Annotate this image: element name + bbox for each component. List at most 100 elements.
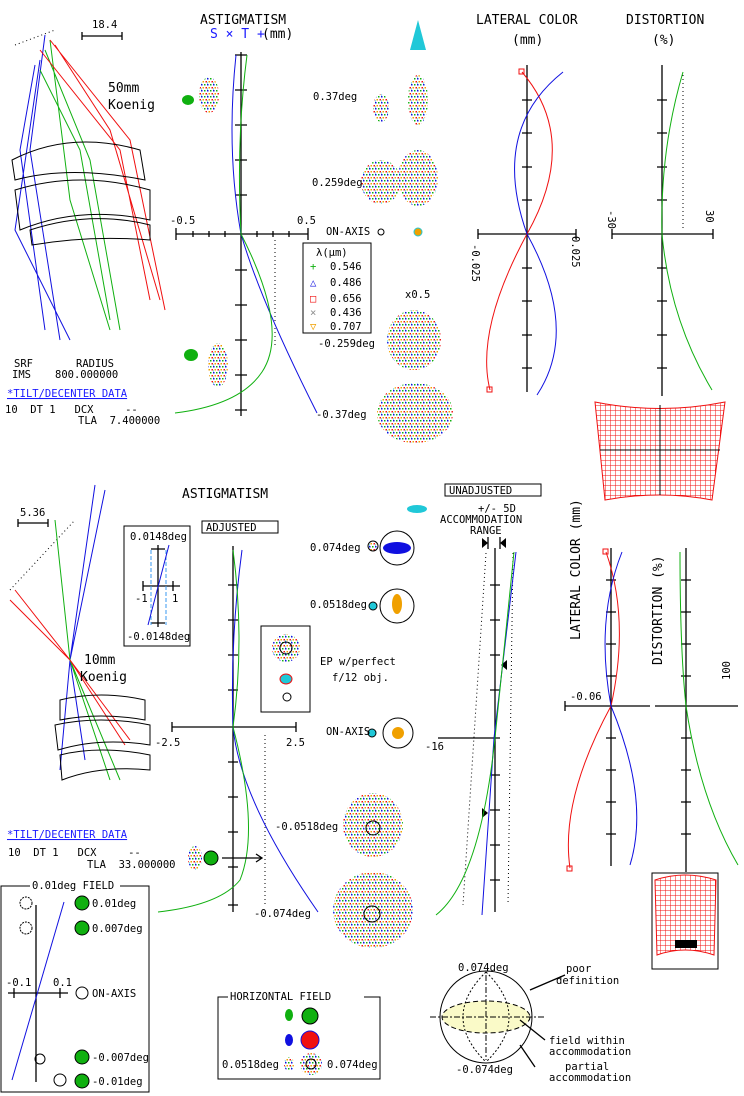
legend-value: 0.486: [330, 277, 362, 289]
tilt-row: 10 DT 1 DCX --: [5, 404, 138, 416]
axis-max: 0.025: [569, 236, 581, 268]
tilt-decenter-link[interactable]: *TILT/DECENTER DATA: [7, 388, 128, 400]
axis-max: 0.1: [53, 977, 72, 989]
accommodation-line2: ACCOMMODATION: [440, 514, 522, 526]
astigmatism-title: ASTIGMATISM: [182, 487, 268, 502]
field-label: ON-AXIS: [326, 226, 370, 238]
astigmatism-title: ASTIGMATISM: [200, 13, 286, 28]
field-label: -0.01deg: [92, 1076, 143, 1088]
legend-value: 0.656: [330, 293, 362, 305]
scale-label: 5.36: [20, 507, 45, 519]
partial-accommodation-line2: accommodation: [549, 1072, 631, 1084]
legend-symbol-orange: ▽: [310, 321, 317, 333]
ep-note-line2: f/12 obj.: [332, 672, 389, 684]
adjusted-label: ADJUSTED: [206, 522, 257, 534]
field-label: 0.0518deg: [310, 599, 367, 611]
accommodation-line1: +/- 5D: [478, 503, 516, 515]
lens-name-line2: Koenig: [108, 98, 155, 113]
axis-max: 0.5: [297, 215, 316, 227]
horizontal-field-right: 0.074deg: [327, 1059, 378, 1071]
inset-xmax: 1: [172, 593, 178, 605]
field-label: ON-AXIS: [326, 726, 370, 738]
field-label: -0.37deg: [316, 409, 367, 421]
inset-xmin: -1: [135, 593, 148, 605]
ep-note-box: EP w/perfect f/12 obj.: [260, 625, 396, 713]
unadjusted-label: UNADJUSTED: [449, 485, 512, 497]
poor-definition-line1: poor: [566, 963, 591, 975]
bottom-surface-data: *TILT/DECENTER DATA 10 DT 1 DCX -- TLA 3…: [7, 829, 176, 871]
lens-name-line1: 50mm: [108, 81, 139, 96]
sphere-top-label: 0.074deg: [458, 962, 509, 974]
field-label: 0.074deg: [310, 542, 361, 554]
radius-header: RADIUS: [76, 358, 114, 370]
lateral-color-units: (mm): [512, 33, 543, 48]
sphere-bottom-label: -0.074deg: [456, 1064, 513, 1076]
scale-label: 18.4: [92, 19, 117, 31]
distortion-title: DISTORTION: [626, 13, 704, 28]
top-lens-layout: 18.4 50mm Koenig: [11, 19, 166, 341]
bottom-lateral-color-plot: LATERAL COLOR (mm) -0.06: [564, 499, 650, 872]
horizontal-field-box: HORIZONTAL FIELD 0.0518deg 0.074deg: [217, 991, 381, 1080]
partial-accommodation-line1: partial: [565, 1061, 609, 1073]
inset-bottom-label: -0.0148deg: [127, 631, 190, 643]
distortion-title: DISTORTION (%): [651, 555, 666, 665]
bottom-lens-layout: 5.36 10mm Koenig: [9, 484, 151, 781]
field-within-line1: field within: [549, 1035, 625, 1047]
legend-symbol-green: +: [310, 261, 316, 273]
field-label: ON-AXIS: [92, 988, 136, 1000]
field-label: -0.074deg: [254, 908, 311, 920]
wavelength-legend: λ(μm) + 0.546 △ 0.486 □ 0.656 × 0.436 ▽ …: [302, 242, 372, 334]
poor-definition-line2: definition: [556, 975, 619, 987]
axis-max: 2.5: [286, 737, 305, 749]
tilt-decenter-link[interactable]: *TILT/DECENTER DATA: [7, 829, 128, 841]
distortion-units: (%): [652, 33, 675, 48]
legend-value: 0.707: [330, 321, 362, 333]
field-label: 0.01deg: [92, 898, 136, 910]
field-label: -0.007deg: [92, 1052, 149, 1064]
unadjusted-plot: UNADJUSTED +/- 5D ACCOMMODATION RANGE -1…: [425, 483, 542, 916]
accommodation-sphere-diagram: 0.074deg -0.074deg poor definition field…: [430, 962, 631, 1084]
legend-value: 0.436: [330, 307, 362, 319]
horizontal-field-left: 0.0518deg: [222, 1059, 279, 1071]
ep-note-line1: EP w/perfect: [320, 656, 396, 668]
field-box: 0.01deg FIELD 0.01deg 0.007deg ON-AXIS -…: [0, 880, 150, 1093]
bottom-distortion-plot: DISTORTION (%) 100: [651, 548, 739, 970]
astigmatism-legend: S × T +: [210, 27, 265, 42]
top-distortion-plot: DISTORTION (%) -30 30: [594, 13, 726, 501]
legend-symbol-blue: △: [310, 277, 317, 289]
lens-name-line1: 10mm: [84, 653, 115, 668]
field-label: 0.37deg: [313, 91, 357, 103]
srf-value: IMS: [12, 369, 31, 381]
astigmatism-units: (mm): [262, 27, 293, 42]
axis-min: -0.5: [170, 215, 195, 227]
lateral-color-title: LATERAL COLOR (mm): [569, 499, 584, 640]
field-label: -0.259deg: [318, 338, 375, 350]
axis-min: -0.025: [469, 244, 481, 282]
top-spot-diagrams: x0.5 0.37deg 0.259deg ON-AXIS -0.259deg …: [182, 20, 453, 443]
tilt-row: TLA 33.000000: [87, 859, 176, 871]
legend-symbol-red: □: [310, 293, 317, 305]
axis-min: -2.5: [155, 737, 180, 749]
field-label: -0.0518deg: [275, 821, 338, 833]
axis-max: 30: [703, 210, 715, 223]
top-astigmatism-plot: ASTIGMATISM S × T + (mm) -0.5 0.5: [170, 13, 318, 416]
inset-plot: 0.0148deg -0.0148deg -1 1: [123, 525, 191, 647]
axis-min: -0.06: [570, 691, 602, 703]
field-label: 0.259deg: [312, 177, 363, 189]
axis-min: -0.1: [6, 977, 31, 989]
tilt-row: TLA 7.400000: [78, 415, 160, 427]
top-lateral-color-plot: LATERAL COLOR (mm) -0.025 0.025: [469, 13, 581, 396]
field-box-title: 0.01deg FIELD: [32, 880, 114, 892]
axis-max: 100: [721, 661, 733, 680]
legend-header: λ(μm): [316, 247, 348, 259]
field-within-line2: accommodation: [549, 1046, 631, 1058]
legend-value: 0.546: [330, 261, 362, 273]
horizontal-field-title: HORIZONTAL FIELD: [230, 991, 331, 1003]
field-label: 0.007deg: [92, 923, 143, 935]
spot-scale: x0.5: [405, 289, 430, 301]
bottom-astigmatism-plot: ASTIGMATISM ADJUSTED -2.5 2.5: [155, 487, 319, 913]
srf-header: SRF: [14, 358, 33, 370]
top-surface-data: SRF RADIUS IMS 800.000000 *TILT/DECENTER…: [5, 358, 160, 427]
